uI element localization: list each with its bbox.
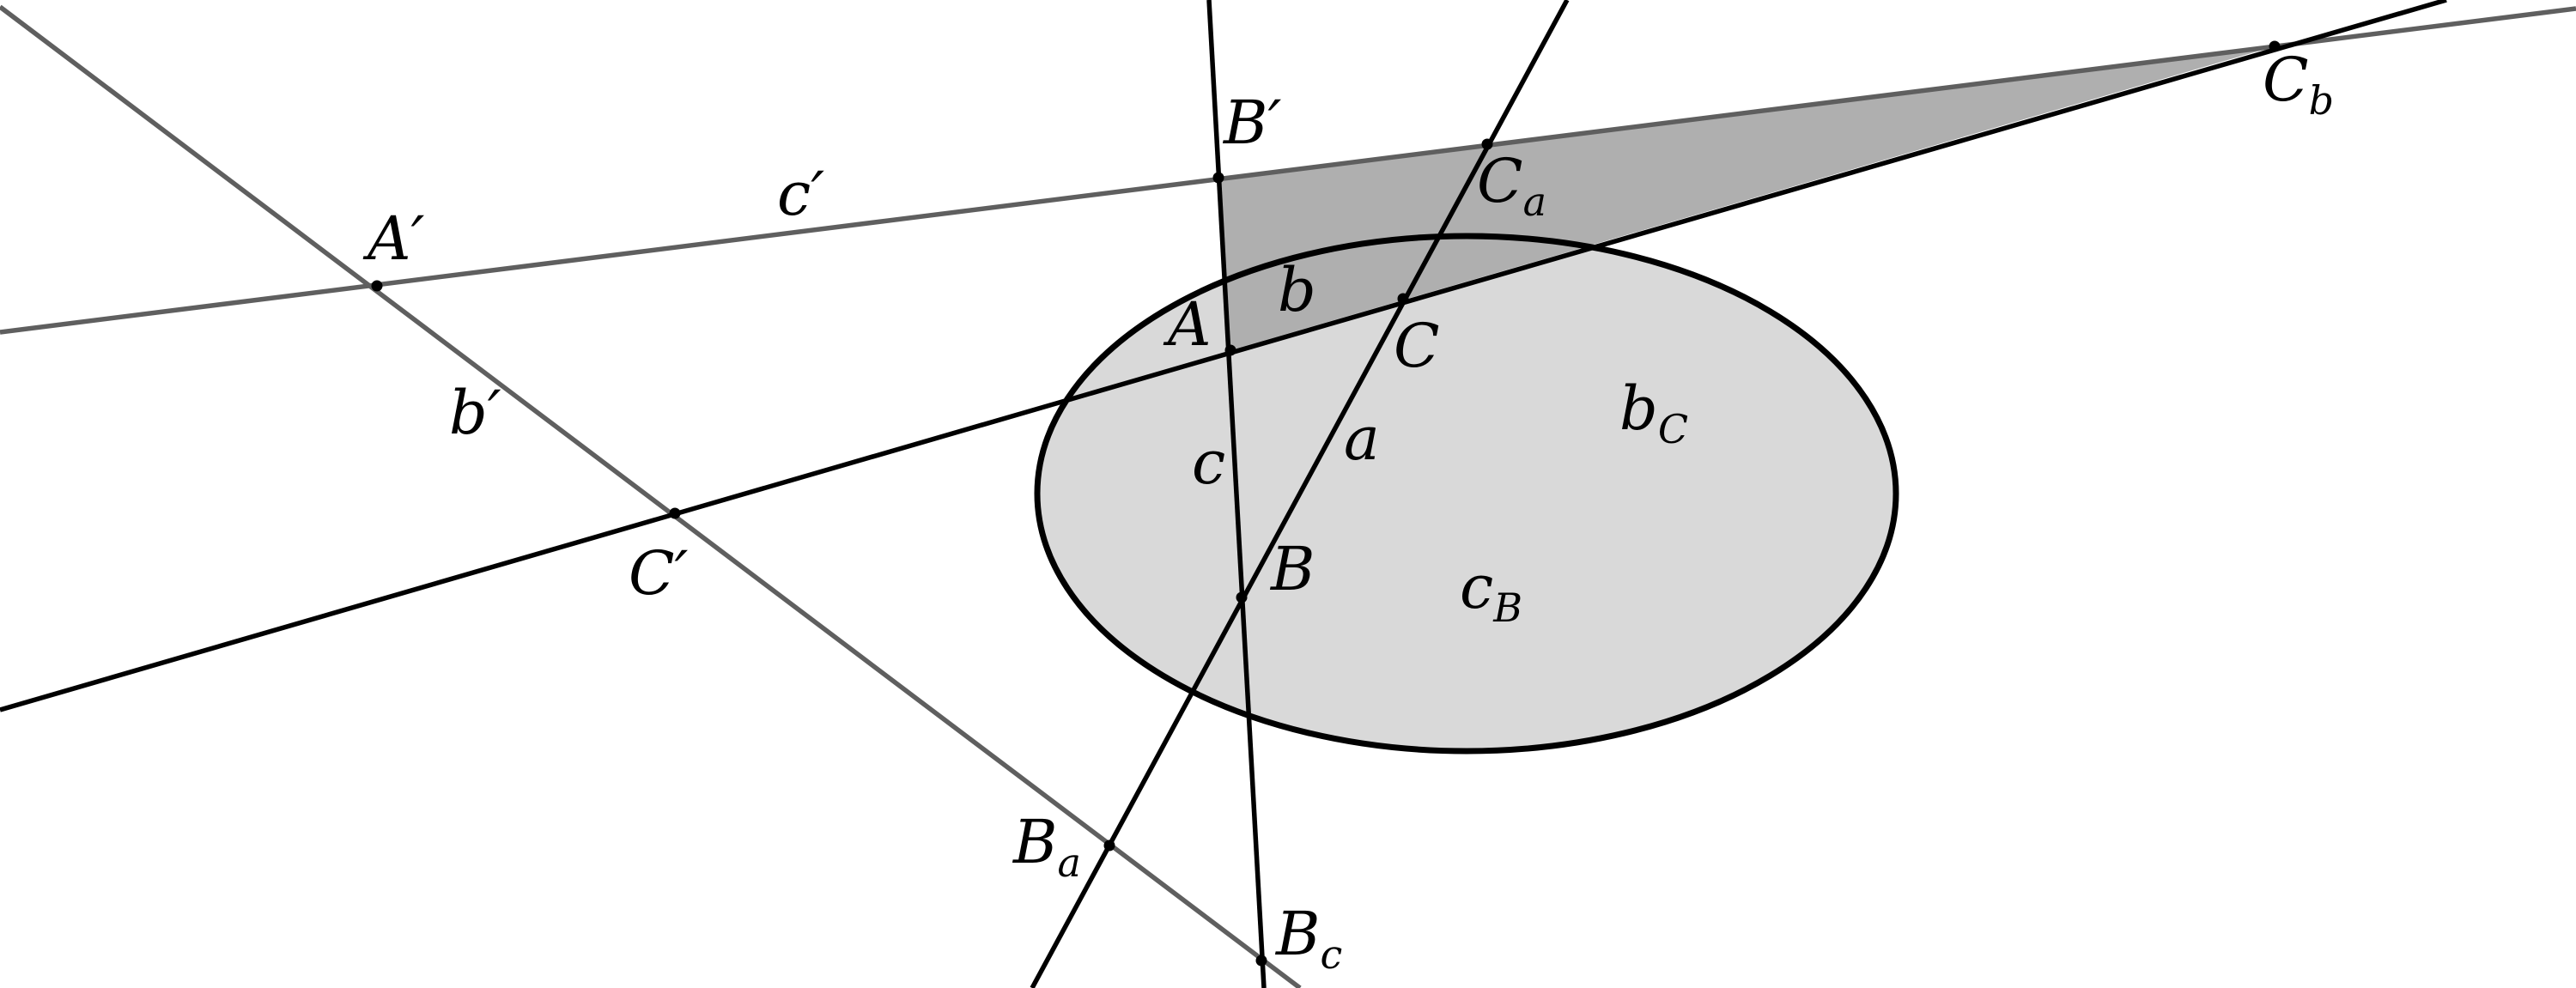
line-b bbox=[0, 0, 2447, 712]
line-b-prime bbox=[0, 4, 1302, 988]
shaded-triangle bbox=[1218, 46, 2275, 350]
label-c: c bbox=[1192, 427, 1225, 498]
label-b: b bbox=[1278, 255, 1316, 325]
point-B-a bbox=[1103, 839, 1115, 852]
label-b-prime: b′ bbox=[449, 378, 501, 448]
label-B-c: Bc bbox=[1274, 899, 1342, 978]
point-C-b bbox=[2269, 40, 2281, 52]
point-C bbox=[1397, 293, 1409, 305]
point-B-c bbox=[1255, 955, 1267, 967]
point-C-a bbox=[1481, 138, 1493, 150]
point-C-prime bbox=[669, 507, 681, 519]
label-C-prime: C′ bbox=[629, 538, 689, 609]
label-B-prime: B′ bbox=[1222, 88, 1281, 158]
label-B: B bbox=[1269, 534, 1315, 604]
label-b-C: bC bbox=[1619, 373, 1688, 452]
line-a bbox=[1030, 0, 1570, 988]
point-A bbox=[1224, 344, 1236, 356]
label-A: A bbox=[1163, 289, 1212, 360]
label-C-a: Ca bbox=[1477, 146, 1546, 225]
label-c-B: cB bbox=[1460, 552, 1522, 631]
label-a: a bbox=[1344, 403, 1380, 474]
line-c bbox=[1206, 0, 1267, 988]
point-B-prime bbox=[1212, 172, 1224, 184]
conic-ellipse bbox=[1037, 236, 1896, 751]
conic-ellipse-outline bbox=[1034, 233, 1899, 755]
label-A-prime: A′ bbox=[362, 203, 425, 274]
point-A-prime bbox=[371, 280, 383, 292]
label-B-a: Ba bbox=[1012, 807, 1081, 886]
line-c-prime bbox=[0, 6, 2576, 335]
point-B bbox=[1236, 591, 1248, 603]
label-c-prime: c′ bbox=[777, 159, 824, 229]
label-C: C bbox=[1394, 311, 1440, 381]
label-C-b: Cb bbox=[2263, 45, 2334, 124]
